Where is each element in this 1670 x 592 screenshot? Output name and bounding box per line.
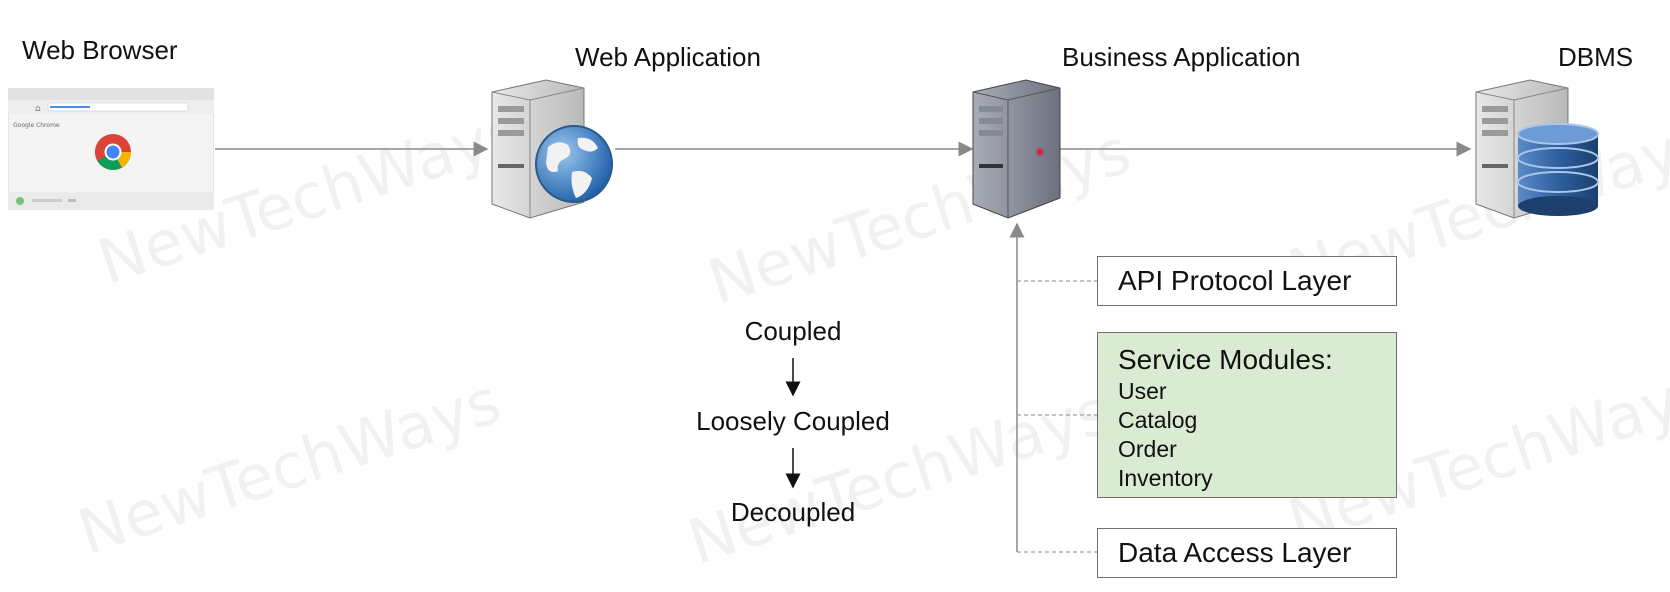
data-access-layer-box: Data Access Layer xyxy=(1097,528,1397,578)
coupling-step-coupled: Coupled xyxy=(744,316,842,346)
svg-text:Google Chrome: Google Chrome xyxy=(13,122,60,129)
database-cylinder-icon xyxy=(1517,123,1599,216)
business-application-label: Business Application xyxy=(1062,42,1301,72)
web-application-label: Web Application xyxy=(575,42,761,72)
service-module-item: User xyxy=(1118,378,1167,404)
service-modules-box: Service Modules: User Catalog Order Inve… xyxy=(1097,332,1397,498)
web-server-icon xyxy=(486,72,616,224)
coupling-step-decoupled: Decoupled xyxy=(730,497,856,527)
api-protocol-layer-box: API Protocol Layer xyxy=(1097,256,1397,306)
web-browser-label: Web Browser xyxy=(22,35,178,65)
dbms-label: DBMS xyxy=(1558,42,1634,72)
service-modules-title: Service Modules: xyxy=(1118,344,1333,375)
coupling-step-loosely-coupled: Loosely Coupled xyxy=(696,406,890,436)
data-access-layer-label: Data Access Layer xyxy=(1118,537,1352,568)
api-protocol-layer-label: API Protocol Layer xyxy=(1118,265,1352,296)
database-server-icon xyxy=(1470,72,1600,224)
service-module-item: Inventory xyxy=(1118,465,1213,491)
service-module-item: Order xyxy=(1118,436,1177,462)
service-module-item: Catalog xyxy=(1118,407,1198,433)
business-server-icon xyxy=(968,72,1068,224)
browser-window-icon: ⌂ Google Chrome xyxy=(7,87,215,211)
chrome-logo-icon xyxy=(94,134,131,171)
svg-text:⌂: ⌂ xyxy=(35,104,41,114)
